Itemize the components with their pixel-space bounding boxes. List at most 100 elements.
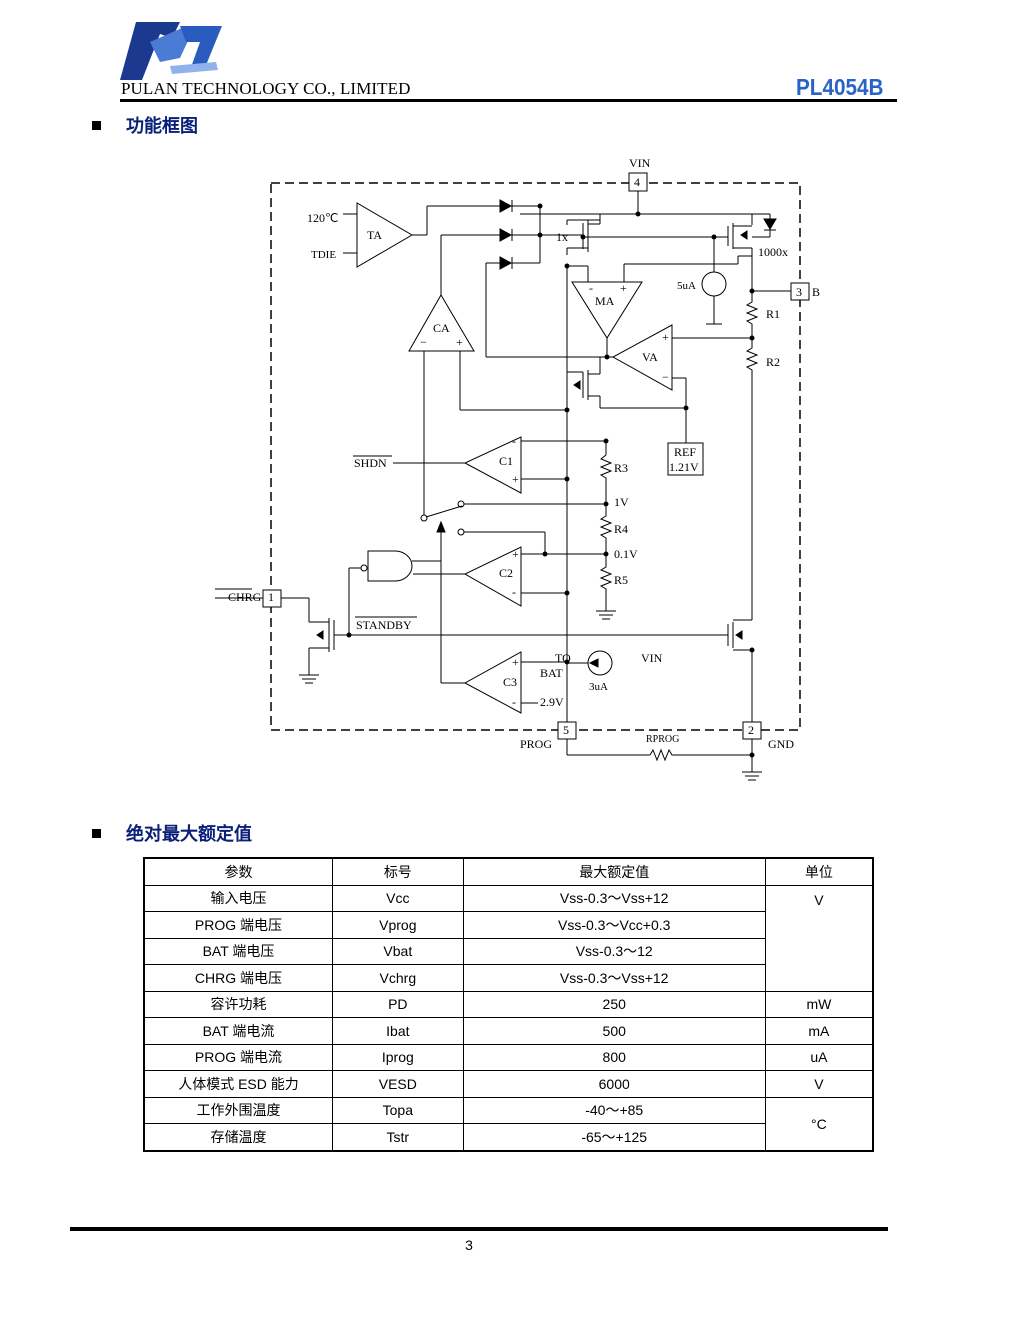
cell-unit: mA xyxy=(764,1017,874,1045)
label-standby: STANDBY xyxy=(356,618,412,632)
table-row: PROG 端电压 Vprog Vss-0.3～Vcc+0.3 xyxy=(143,911,873,939)
label-01v: 0.1V xyxy=(614,547,638,561)
cell-param: 人体模式 ESD 能力 xyxy=(143,1070,333,1098)
abs-max-table: 参数 标号 最大额定值 单位 输入电压 Vcc Vss-0.3～Vss+12 V… xyxy=(143,857,874,1152)
label-1x: 1x xyxy=(556,230,568,244)
label-ca: CA xyxy=(433,321,450,335)
cell-symbol: Vbat xyxy=(331,937,464,965)
label-chrg: CHRG xyxy=(228,590,262,604)
label-pin5: 5 xyxy=(563,723,569,737)
label-r2: R2 xyxy=(766,355,780,369)
header-symbol: 标号 xyxy=(331,857,464,886)
company-logo xyxy=(120,22,222,80)
label-ma: MA xyxy=(595,294,615,308)
section-bullet xyxy=(92,121,101,130)
svg-text:−: − xyxy=(420,335,427,349)
cell-param: PROG 端电流 xyxy=(143,1043,333,1071)
header-max: 最大额定值 xyxy=(462,857,766,886)
label-c2: C2 xyxy=(499,566,513,580)
svg-text:+: + xyxy=(512,655,519,669)
label-rprog: RPROG xyxy=(646,734,679,745)
cell-unit: V xyxy=(764,1070,874,1098)
cell-unit: °C xyxy=(764,1096,874,1151)
cell-param: PROG 端电压 xyxy=(143,911,333,939)
label-to-bat: BAT xyxy=(540,666,563,680)
svg-text:+: + xyxy=(512,547,519,561)
cell-symbol: Tstr xyxy=(331,1123,464,1151)
cell-symbol: Vcc xyxy=(331,884,464,912)
svg-text:+: + xyxy=(512,472,519,486)
label-tdie: TDIE xyxy=(311,249,336,261)
label-1v: 1V xyxy=(614,495,629,509)
cell-value: -65～+125 xyxy=(462,1123,766,1151)
cell-param: 容许功耗 xyxy=(143,990,333,1018)
table-row: 容许功耗 PD 250 mW xyxy=(143,990,874,1018)
label-c1: C1 xyxy=(499,454,513,468)
label-pin3: 3 xyxy=(796,285,802,299)
cell-value: Vss-0.3～12 xyxy=(462,937,766,965)
label-vin-mid: VIN xyxy=(641,651,663,665)
company-name: PULAN TECHNOLOGY CO., LIMITED xyxy=(121,79,411,98)
label-gnd: GND xyxy=(768,737,794,751)
cell-param: CHRG 端电压 xyxy=(143,964,333,992)
label-bat-pin: BAT xyxy=(812,285,820,299)
cell-unit: V xyxy=(764,884,874,992)
cell-symbol: PD xyxy=(331,990,464,1018)
label-c3: C3 xyxy=(503,675,517,689)
label-ref: REF xyxy=(674,445,696,459)
cell-symbol: Vprog xyxy=(331,911,464,939)
cell-value: Vss-0.3～Vss+12 xyxy=(462,964,766,992)
table-row: CHRG 端电压 Vchrg Vss-0.3～Vss+12 xyxy=(143,964,873,992)
label-r1: R1 xyxy=(766,307,780,321)
label-shdn: SHDN xyxy=(354,456,387,470)
cell-value: 500 xyxy=(462,1017,766,1045)
table-header-row: 参数 标号 最大额定值 单位 xyxy=(143,857,874,886)
label-5ua: 5uA xyxy=(677,280,696,292)
cell-symbol: Topa xyxy=(331,1096,464,1124)
footer-rule xyxy=(70,1227,888,1231)
cell-value: 250 xyxy=(462,990,766,1018)
table-row: 输入电压 Vcc Vss-0.3～Vss+12 V xyxy=(143,884,874,992)
header-unit: 单位 xyxy=(764,857,874,886)
page-number: 3 xyxy=(465,1237,473,1253)
label-prog: PROG xyxy=(520,737,552,751)
block-diagram: VIN 4 120℃ TA TDIE 1x 1000x 5uA 3 BAT MA… xyxy=(215,156,820,781)
svg-text:+: + xyxy=(456,335,463,349)
block-diagram-title: 功能框图 xyxy=(126,116,198,137)
label-29v: 2.9V xyxy=(540,695,564,709)
label-ta: TA xyxy=(367,228,382,242)
label-1000x: 1000x xyxy=(758,245,788,259)
cell-param: 存储温度 xyxy=(143,1123,333,1151)
svg-text:+: + xyxy=(662,330,669,344)
label-r5: R5 xyxy=(614,573,628,587)
table-row: BAT 端电压 Vbat Vss-0.3～12 xyxy=(143,937,873,965)
table-row: 人体模式 ESD 能力 VESD 6000 V xyxy=(143,1070,874,1098)
label-r3: R3 xyxy=(614,461,628,475)
cell-symbol: Vchrg xyxy=(331,964,464,992)
svg-text:-: - xyxy=(512,434,516,448)
table-row: 存储温度 Tstr -65～+125 xyxy=(143,1123,873,1151)
cell-value: 800 xyxy=(462,1043,766,1071)
cell-value: -40～+85 xyxy=(462,1096,766,1124)
svg-text:-: - xyxy=(512,585,516,599)
label-pin2: 2 xyxy=(748,723,754,737)
label-3ua: 3uA xyxy=(589,681,608,693)
header-rule xyxy=(120,99,897,102)
cell-value: 6000 xyxy=(462,1070,766,1098)
cell-param: BAT 端电压 xyxy=(143,937,333,965)
cell-param: 工作外围温度 xyxy=(143,1096,333,1124)
header-param: 参数 xyxy=(143,857,333,886)
svg-text:−: − xyxy=(662,370,669,384)
cell-value: Vss-0.3～Vcc+0.3 xyxy=(462,911,766,939)
label-pin4: 4 xyxy=(634,175,640,189)
label-va: VA xyxy=(642,350,658,364)
label-vin-top: VIN xyxy=(629,156,651,170)
cell-unit: uA xyxy=(764,1043,874,1071)
label-pin1: 1 xyxy=(268,590,274,604)
model-number: PL4054B xyxy=(796,74,884,100)
cell-symbol: Iprog xyxy=(331,1043,464,1071)
label-to: TO xyxy=(555,651,571,665)
svg-text:+: + xyxy=(620,281,627,295)
section-bullet xyxy=(92,829,101,838)
label-r4: R4 xyxy=(614,522,628,536)
